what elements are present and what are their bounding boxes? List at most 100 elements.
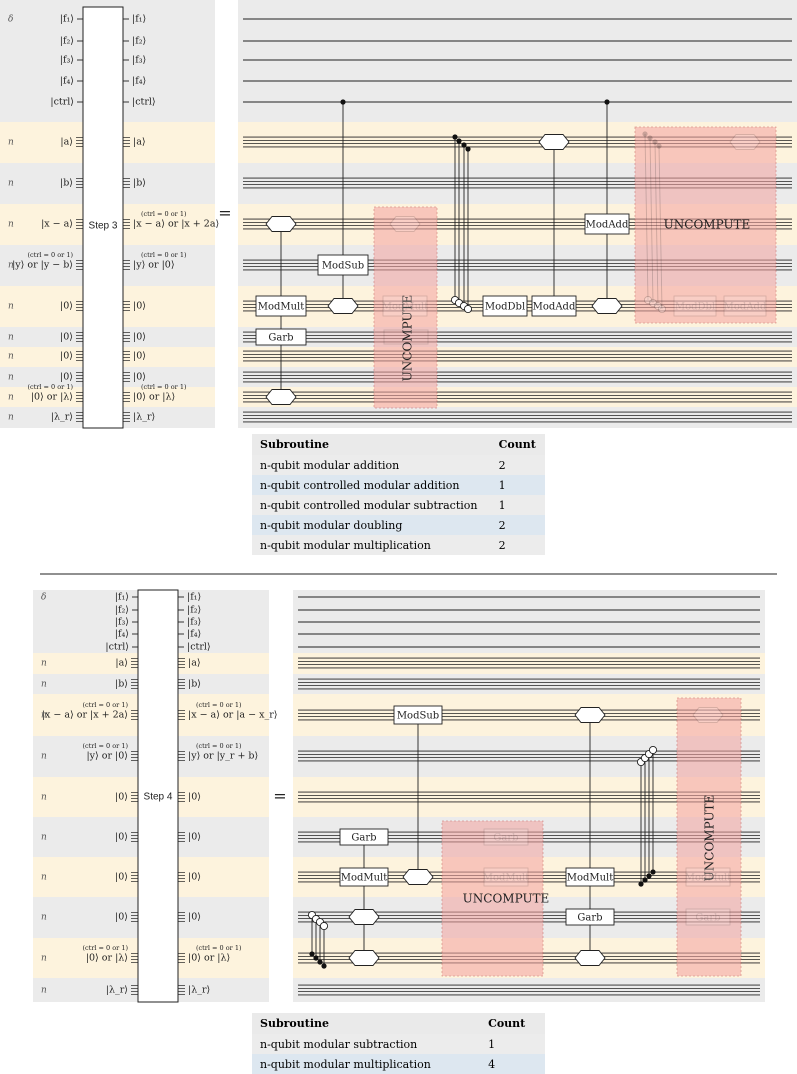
hexagon-output-gate-icon — [265, 389, 297, 405]
faint-garb-gate — [383, 329, 429, 345]
step-label: Step 3 — [89, 221, 118, 232]
modadd-gate — [531, 295, 577, 317]
register-size-label: n — [41, 873, 47, 883]
output-ket-label: |b⟩ — [188, 679, 201, 690]
register-size-label: δ — [8, 15, 13, 25]
faint-modadd-gate-label: ModAdd — [724, 302, 767, 313]
faint-moddbl-gate — [673, 295, 717, 317]
controlled-dot-icon — [313, 955, 319, 961]
controlled-dot-icon — [309, 951, 315, 957]
table-cell: n-qubit controlled modular subtraction — [252, 495, 491, 515]
uncompute-region — [441, 820, 544, 977]
open-control-circle-icon — [648, 298, 658, 308]
output-ket-label: |y⟩ or |0⟩ — [133, 260, 175, 271]
control-line — [658, 145, 663, 310]
band-right — [293, 674, 765, 694]
hexagon-output-gate-icon — [591, 298, 623, 314]
output-ket-label: |0⟩ — [133, 372, 146, 383]
register-size-label: n — [41, 680, 47, 690]
faint-modmult-gate — [483, 867, 529, 887]
band-right — [238, 387, 797, 407]
input-ket-label: |f₁⟩ — [60, 14, 74, 25]
output-ket-label: |f₂⟩ — [187, 605, 201, 616]
control-line — [654, 141, 659, 307]
faint-modmult-gate — [382, 295, 428, 317]
hexagon-output-gate-icon — [402, 869, 434, 885]
uncompute-region — [373, 206, 438, 409]
table-header-row: Subroutine Count — [252, 434, 545, 455]
output-ket-label: |0⟩ — [133, 351, 146, 362]
open-control-circle-icon — [643, 295, 653, 305]
subroutine-table-top: Subroutine Count n-qubit modular additio… — [252, 434, 545, 555]
input-ket-label: |0⟩ or |λ⟩ — [86, 953, 128, 964]
modmult-gate — [565, 867, 615, 887]
step-label: Step 4 — [144, 792, 173, 803]
subroutine-table-bottom: Subroutine Count n-qubit modular subtrac… — [252, 1013, 545, 1074]
ctrl-note: (ctrl = 0 or 1) — [27, 251, 73, 259]
uncompute-region — [634, 126, 777, 324]
controlled-modadd-gate — [584, 213, 630, 235]
output-ket-label: |f₄⟩ — [187, 629, 201, 640]
input-ket-label: |0⟩ — [60, 351, 73, 362]
uncompute-label: UNCOMPUTE — [401, 295, 415, 382]
input-ket-label: |f₄⟩ — [115, 629, 129, 640]
table-cell: n-qubit controlled modular addition — [252, 475, 491, 495]
uncompute-label: UNCOMPUTE — [703, 795, 717, 882]
table-cell: 1 — [490, 495, 545, 515]
open-control-circle-icon — [653, 301, 663, 311]
output-ket-label: |0⟩ — [188, 872, 201, 883]
input-ket-label: |0⟩ or |λ⟩ — [31, 392, 73, 403]
faint-moddbl-gate-label: ModDbl — [675, 302, 715, 313]
table-cell: n-qubit modular doubling — [252, 515, 491, 535]
faint-garb-gate-label: Garb — [695, 913, 720, 924]
faint-modmult-gate — [685, 867, 731, 887]
output-ket-label: |0⟩ — [188, 832, 201, 843]
table-header: Count — [490, 434, 545, 455]
register-size-label: n — [8, 179, 14, 189]
input-ket-label: |0⟩ — [115, 912, 128, 923]
input-ket-label: |0⟩ — [115, 792, 128, 803]
input-ket-label: |0⟩ — [60, 301, 73, 312]
table-cell: 1 — [480, 1034, 545, 1054]
input-ket-label: |0⟩ — [115, 832, 128, 843]
output-ket-label: |x − a⟩ or |x + 2a⟩ — [133, 219, 219, 230]
moddbl-gate — [482, 295, 528, 317]
table-cell: n-qubit modular subtraction — [252, 1034, 481, 1054]
table-header-row: Subroutine Count — [252, 1013, 545, 1034]
table-cell: 2 — [490, 515, 545, 535]
output-ket-label: |0⟩ or |λ⟩ — [133, 392, 175, 403]
output-ket-label: |f₃⟩ — [132, 55, 146, 66]
ctrl-note: (ctrl = 0 or 1) — [27, 383, 73, 391]
controlled-dot-icon — [642, 131, 648, 137]
controlled-dot-icon — [656, 143, 662, 149]
ctrl-note: (ctrl = 0 or 1) — [141, 210, 187, 218]
output-ket-label: |ctrl⟩ — [187, 642, 211, 653]
faint-modmult-gate-label: ModMult — [382, 302, 429, 313]
faint-garb-gate — [685, 908, 731, 926]
band-right — [238, 407, 797, 428]
moddbl-gate-label: ModDbl — [485, 302, 525, 313]
register-size-label: n — [41, 711, 47, 721]
hexagon-output-gate-icon — [574, 707, 606, 723]
input-ket-label: |f₂⟩ — [115, 605, 129, 616]
table-header: Subroutine — [252, 434, 491, 455]
register-size-label: n — [41, 793, 47, 803]
controlled-dot-icon — [604, 99, 610, 105]
register-size-label: n — [41, 986, 47, 996]
ctrl-note: (ctrl = 0 or 1) — [141, 383, 187, 391]
controlled-dot-icon — [647, 135, 653, 141]
input-ket-label: |f₁⟩ — [115, 592, 129, 603]
uncompute-region — [676, 697, 742, 977]
modsub-gate — [393, 705, 443, 725]
faint-garb-gate-label: Garb — [493, 833, 518, 844]
input-ket-label: |a⟩ — [60, 137, 73, 148]
ctrl-note: (ctrl = 0 or 1) — [141, 251, 187, 259]
faint-modmult-gate-label: ModMult — [483, 873, 530, 884]
table-cell: 2 — [490, 535, 545, 555]
modmult-gate-label: ModMult — [258, 302, 305, 313]
input-ket-label: |ctrl⟩ — [50, 97, 74, 108]
